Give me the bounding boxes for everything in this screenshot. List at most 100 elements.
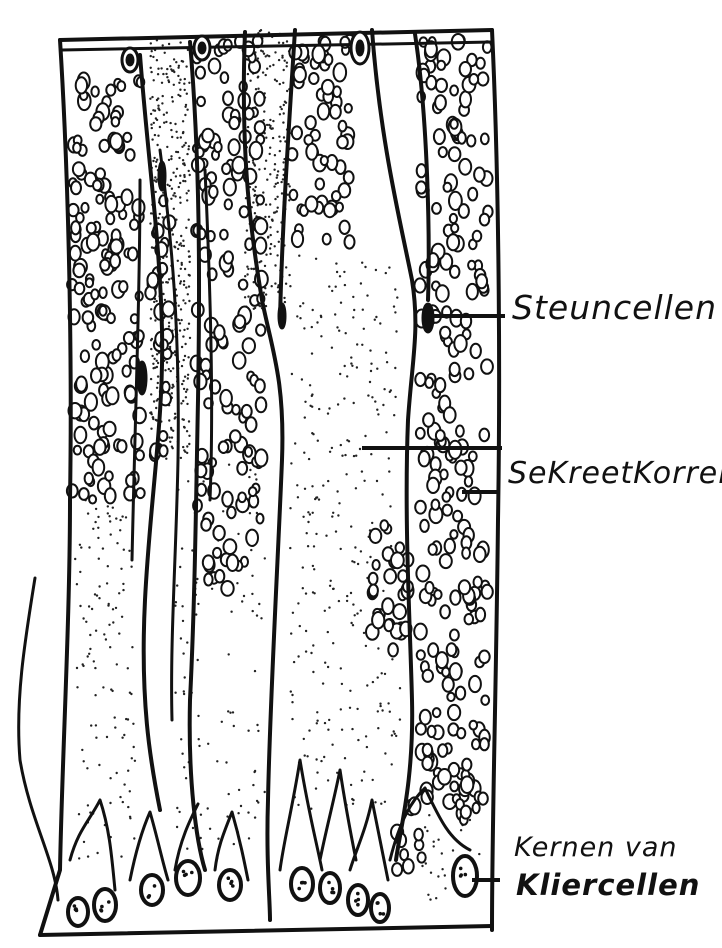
secretion-granule	[474, 577, 482, 588]
label-kliercellen: Kliercellen	[516, 868, 700, 902]
secretion-granule	[468, 188, 477, 201]
secretion-granule	[75, 283, 85, 295]
secretion-granule	[334, 63, 347, 81]
secretion-granule	[458, 132, 466, 144]
secretion-granule	[99, 287, 106, 298]
secretion-granule	[428, 726, 436, 737]
secretion-granule	[444, 183, 452, 192]
secretion-granule	[422, 757, 432, 770]
secretion-granule	[240, 206, 249, 217]
secretion-granule	[447, 693, 454, 701]
secretion-granule	[224, 179, 236, 196]
secretion-granule	[450, 119, 457, 128]
secretion-granule	[209, 59, 221, 74]
secretion-granule	[117, 440, 126, 452]
label-steuncellen: Steuncellen	[512, 288, 717, 327]
secretion-granule	[454, 335, 466, 352]
secretion-granule	[450, 363, 460, 376]
secretion-granule	[220, 390, 232, 407]
secretion-granule	[451, 224, 458, 233]
secretion-granule	[222, 492, 232, 507]
secretion-granule	[94, 440, 105, 455]
secretion-granule	[230, 430, 241, 442]
secretion-granule	[370, 529, 382, 543]
secretion-granule	[450, 782, 458, 792]
secretion-granule	[201, 519, 211, 531]
secretion-granule	[434, 129, 445, 144]
secretion-granule	[224, 40, 232, 51]
cell-boundary-5	[372, 30, 415, 860]
secretion-granule	[450, 214, 457, 223]
secretion-granule	[345, 104, 352, 113]
secretion-granule	[443, 492, 451, 502]
secretion-granule	[473, 231, 482, 242]
secretion-granule	[384, 619, 393, 631]
secretion-granule	[242, 405, 252, 418]
secretion-granule	[471, 344, 481, 358]
secretion-granule	[204, 574, 212, 586]
secretion-granule	[305, 116, 315, 129]
gland-cell-nucleus	[176, 861, 200, 895]
secretion-granule	[159, 445, 167, 456]
secretion-granule	[86, 278, 93, 287]
secretion-granule	[439, 147, 447, 157]
secretion-granule	[445, 539, 455, 554]
secretion-granule	[324, 203, 336, 217]
secretion-granule	[476, 274, 487, 288]
secretion-granule	[232, 405, 240, 415]
secretion-granule	[323, 234, 331, 245]
secretion-granule	[440, 327, 450, 339]
secretion-granule	[106, 213, 114, 224]
secretion-granule	[467, 135, 475, 146]
secretion-granule	[321, 156, 328, 165]
secretion-granule	[104, 422, 116, 436]
secretion-granule	[316, 179, 325, 190]
secretion-granule	[372, 612, 384, 628]
secretion-granule	[384, 569, 396, 583]
secretion-granule	[465, 368, 474, 379]
secretion-granule	[255, 379, 265, 392]
secretion-granule	[465, 614, 474, 624]
secretion-granule	[255, 92, 265, 106]
secretion-granule	[202, 129, 214, 143]
secretion-granule	[90, 117, 101, 130]
secretion-granule	[131, 434, 142, 449]
secretion-granule	[480, 429, 490, 442]
secretion-granule	[73, 162, 85, 176]
secretion-granule	[106, 387, 118, 404]
secretion-granule	[416, 428, 425, 439]
secretion-granule	[462, 759, 471, 771]
secretion-granule	[107, 313, 115, 323]
secretion-granule	[391, 552, 404, 568]
secretion-granule	[113, 349, 121, 360]
secretion-granule	[478, 72, 489, 85]
secretion-granule	[447, 234, 459, 250]
secretion-granule	[136, 450, 144, 460]
secretion-granule	[81, 350, 89, 362]
secretion-granule	[163, 301, 175, 316]
secretion-granule	[393, 604, 406, 619]
secretion-granule	[227, 507, 236, 518]
secretion-granule	[459, 159, 471, 175]
secretion-granule	[459, 580, 470, 594]
secretion-granule	[89, 417, 99, 430]
secretion-granule	[246, 417, 257, 432]
secretion-granule	[461, 776, 473, 793]
secretion-granule	[423, 413, 434, 426]
secretion-granule	[220, 230, 228, 240]
secretion-granule	[482, 585, 493, 599]
secretion-granule	[455, 461, 466, 475]
secretion-granule	[117, 81, 125, 91]
gland-cell-nucleus	[219, 870, 241, 900]
secretion-granule	[460, 91, 471, 107]
secretion-granule	[415, 501, 426, 514]
secretion-granule	[382, 598, 393, 614]
secretion-granule	[450, 530, 457, 539]
secretion-granule	[337, 136, 348, 148]
secretion-granule	[238, 493, 246, 503]
secretion-granule	[229, 139, 240, 155]
secretion-granule	[436, 285, 449, 301]
secretion-granule	[440, 554, 452, 568]
gland-cell-nucleus	[320, 873, 340, 903]
secretion-granule	[99, 306, 106, 316]
